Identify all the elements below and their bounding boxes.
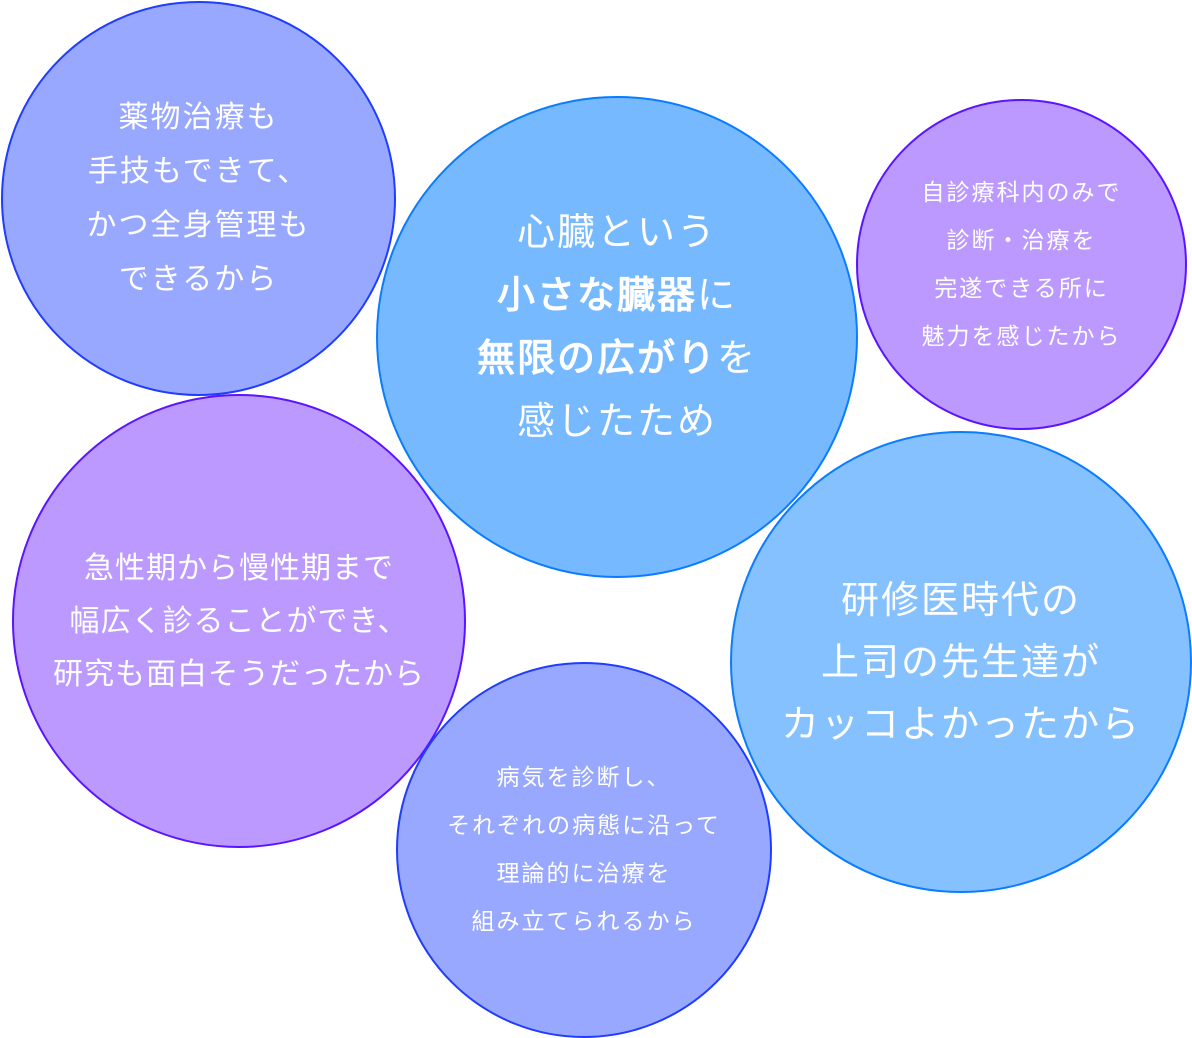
bubble-line: 上司の先生達が: [820, 640, 1101, 684]
bubble-line: 急性期から慢性期まで: [84, 550, 394, 586]
bubble-line: 感じたため: [517, 390, 717, 453]
reason-bubble-acute-to-chronic: 急性期から慢性期まで 幅広く診ることができ、 研究も面白そうだったから: [12, 394, 466, 848]
bubble-line: 薬物治療も: [118, 99, 279, 135]
bubble-line: 手技もできて、: [87, 153, 310, 189]
bubble-text: に: [697, 273, 738, 317]
bubble-line: かつ全身管理も: [86, 207, 311, 243]
bubble-line: 完遂できる所に: [934, 275, 1109, 302]
bubble-line: 自診療科内のみで: [921, 179, 1122, 206]
bubble-text-bold: 小さな臓器: [496, 273, 697, 317]
bubble-line: 病気を診断し、: [496, 765, 672, 791]
bubble-line: 研究も面白そうだったから: [53, 656, 425, 692]
bubble-line: できるから: [118, 261, 279, 297]
bubble-line: 理論的に治療を: [496, 861, 672, 887]
reason-bubble-treatment-and-procedures: 薬物治療も 手技もできて、 かつ全身管理も できるから: [1, 1, 396, 396]
bubble-line: 組み立てられるから: [471, 909, 697, 935]
bubble-line: 心臓という: [517, 201, 717, 264]
reason-bubble-senior-doctors: 研修医時代の 上司の先生達が カッコよかったから: [730, 431, 1192, 893]
bubble-line: 研修医時代の: [840, 578, 1081, 622]
bubble-line: カッコよかったから: [780, 702, 1141, 746]
bubble-text: 感じたため: [516, 399, 717, 443]
reason-bubble-logical-treatment: 病気を診断し、 それぞれの病態に沿って 理論的に治療を 組み立てられるから: [396, 662, 772, 1038]
bubble-line: 魅力を感じたから: [921, 323, 1122, 350]
bubble-text-bold: 無限の広がり: [476, 336, 717, 380]
bubble-line: 幅広く診ることができ、: [69, 603, 409, 639]
bubble-text: を: [717, 336, 758, 380]
bubble-line: 診断・治療を: [946, 227, 1097, 254]
reason-bubble-complete-in-department: 自診療科内のみで 診断・治療を 完遂できる所に 魅力を感じたから: [856, 99, 1187, 430]
bubble-line: 無限の広がりを: [477, 327, 757, 390]
bubble-line: それぞれの病態に沿って: [447, 813, 721, 839]
bubble-text: 心臓という: [516, 210, 717, 254]
reason-bubble-heart-infinite: 心臓という 小さな臓器に 無限の広がりを 感じたため: [376, 96, 858, 578]
bubble-line: 小さな臓器に: [497, 264, 737, 327]
